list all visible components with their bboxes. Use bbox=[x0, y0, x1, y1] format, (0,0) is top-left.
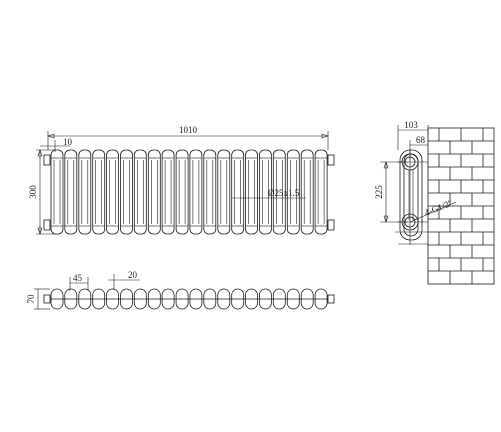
radiator-column bbox=[92, 149, 106, 235]
radiator-column bbox=[64, 149, 78, 235]
radiator-column bbox=[300, 149, 314, 235]
top-column bbox=[258, 288, 272, 310]
top-column bbox=[64, 288, 78, 310]
radiator-column bbox=[217, 149, 231, 235]
radiator-column bbox=[272, 149, 286, 235]
top-column bbox=[314, 288, 328, 310]
column-width-label: 45 bbox=[73, 273, 83, 283]
radiator-side-section bbox=[395, 149, 428, 245]
radiator-columns bbox=[43, 149, 335, 235]
gap-label: 20 bbox=[128, 270, 138, 280]
top-column bbox=[133, 288, 147, 310]
top-column bbox=[272, 288, 286, 310]
top-column bbox=[231, 288, 245, 310]
radiator-column bbox=[120, 149, 133, 235]
end-cap bbox=[327, 294, 335, 304]
top-view-columns bbox=[43, 288, 335, 310]
top-column bbox=[92, 288, 106, 310]
front-view: 1010 10 300 Ø25x1.5 bbox=[28, 125, 335, 235]
tube-callout: Ø25x1.5 bbox=[232, 188, 306, 199]
radiator-column bbox=[314, 149, 328, 235]
depth-label: 70 bbox=[26, 294, 36, 304]
top-column bbox=[175, 288, 189, 310]
column-width-dimension: 45 bbox=[69, 273, 89, 291]
radiator-column bbox=[161, 149, 175, 235]
end-cap bbox=[327, 154, 335, 166]
top-column bbox=[106, 288, 119, 310]
brick-wall bbox=[427, 127, 495, 285]
radiator-column bbox=[175, 149, 189, 235]
radiator-column bbox=[106, 149, 119, 235]
top-view: 70 45 20 bbox=[26, 270, 335, 310]
pitch-label: 10 bbox=[63, 137, 73, 147]
radiator-column bbox=[189, 149, 203, 235]
top-column bbox=[120, 288, 133, 310]
top-column bbox=[161, 288, 175, 310]
height-dimension: 300 bbox=[28, 149, 56, 235]
centres-label: 225 bbox=[374, 185, 384, 199]
top-column bbox=[286, 288, 300, 310]
top-column bbox=[147, 288, 161, 310]
top-column bbox=[189, 288, 203, 310]
tube-label: Ø25x1.5 bbox=[268, 188, 300, 198]
depth-dimension: 70 bbox=[26, 288, 50, 310]
offset-label: 68 bbox=[416, 135, 426, 145]
top-column bbox=[300, 288, 314, 310]
top-column bbox=[245, 288, 258, 310]
radiator-column bbox=[147, 149, 161, 235]
width-label: 1010 bbox=[179, 125, 198, 135]
offset-dimension: 68 bbox=[409, 135, 428, 160]
radiator-column bbox=[258, 149, 272, 235]
side-depth-dimension: 103 bbox=[397, 120, 429, 150]
end-cap bbox=[43, 154, 51, 166]
centres-dimension: 225 bbox=[374, 161, 408, 223]
radiator-column bbox=[78, 149, 92, 235]
side-depth-label: 103 bbox=[404, 120, 418, 130]
radiator-column bbox=[286, 149, 300, 235]
end-cap bbox=[43, 294, 51, 304]
radiator-column bbox=[133, 149, 147, 235]
top-column bbox=[78, 288, 92, 310]
gap-dimension: 20 bbox=[108, 270, 140, 290]
radiator-column bbox=[50, 149, 64, 235]
top-column bbox=[203, 288, 217, 310]
height-label: 300 bbox=[28, 185, 38, 199]
top-column bbox=[50, 288, 64, 310]
radiator-column bbox=[245, 149, 258, 235]
radiator-column bbox=[231, 149, 245, 235]
top-column bbox=[217, 288, 231, 310]
width-dimension: 1010 bbox=[47, 125, 329, 150]
side-view: 103 68 225 bbox=[374, 120, 495, 285]
end-cap bbox=[327, 219, 335, 231]
radiator-column bbox=[203, 149, 217, 235]
end-cap bbox=[43, 219, 51, 231]
